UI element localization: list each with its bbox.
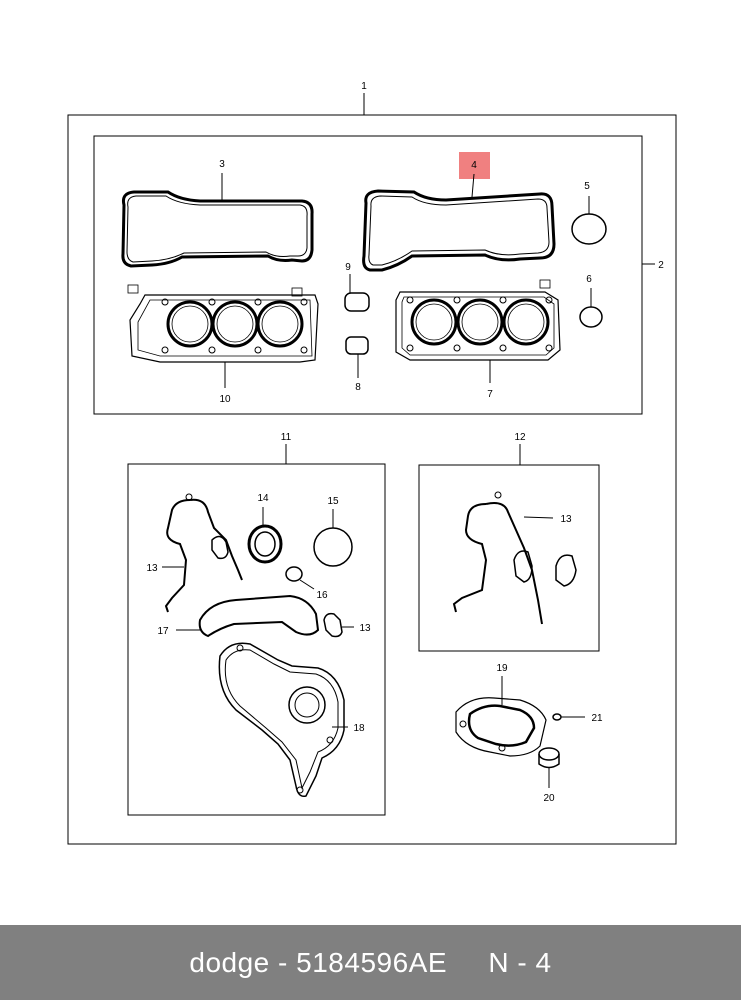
footer-brand: dodge xyxy=(189,946,270,978)
callout-14: 14 xyxy=(257,493,269,504)
callout-16: 16 xyxy=(316,590,328,601)
callout-17: 17 xyxy=(157,626,169,637)
seal-part-9 xyxy=(344,292,370,312)
callout-2: 2 xyxy=(658,260,664,271)
kit-frame xyxy=(67,114,677,845)
callout-4: 4 xyxy=(471,160,477,171)
callout-18: 18 xyxy=(353,723,365,734)
upper-kit-frame xyxy=(93,135,643,415)
footer-part-number: 5184596AE xyxy=(296,946,448,978)
gasket-17 xyxy=(198,594,320,638)
callout-13c: 13 xyxy=(560,514,572,525)
footer-separator: - xyxy=(269,946,297,978)
small-gasket-13 xyxy=(323,612,343,638)
seal-part-20 xyxy=(538,747,560,769)
callout-3: 3 xyxy=(219,159,225,170)
head-gasket-left xyxy=(127,284,319,363)
callout-8: 8 xyxy=(355,382,361,393)
valve-cover-gasket-right xyxy=(362,189,556,272)
o-ring-16 xyxy=(285,566,303,582)
callout-13a: 13 xyxy=(146,563,158,574)
callout-5: 5 xyxy=(584,181,590,192)
seal-part-8 xyxy=(345,336,369,355)
callout-9: 9 xyxy=(345,262,351,273)
callout-11: 11 xyxy=(281,432,292,443)
callout-21: 21 xyxy=(591,713,603,724)
callout-12: 12 xyxy=(514,432,526,443)
timing-cover-gasket-11 xyxy=(164,493,243,613)
front-cover-gasket xyxy=(218,642,345,798)
callout-13b: 13 xyxy=(359,623,371,634)
callout-15: 15 xyxy=(327,496,339,507)
callout-19: 19 xyxy=(496,663,508,674)
crank-seal xyxy=(247,524,283,564)
timing-cover-gasket-12 xyxy=(452,491,577,625)
footer-gap xyxy=(447,947,488,979)
callout-6: 6 xyxy=(586,274,592,285)
o-ring-small xyxy=(579,306,603,328)
o-ring-21 xyxy=(552,713,562,721)
o-ring-15 xyxy=(313,527,353,567)
callout-1: 1 xyxy=(361,81,367,92)
kit-12-frame xyxy=(418,464,600,652)
callout-7: 7 xyxy=(487,389,493,400)
callout-20: 20 xyxy=(543,793,555,804)
footer-page: N - 4 xyxy=(488,946,552,978)
oil-cooler-gasket xyxy=(455,697,547,757)
kit-11-frame xyxy=(127,463,386,816)
callout-4-highlight xyxy=(459,152,490,179)
o-ring-large xyxy=(571,213,607,245)
footer-bar: dodge - 5184596AE N - 4 xyxy=(0,925,741,1000)
gasket-kit-diagram: 1 2 3 4 5 6 9 8 xyxy=(67,81,677,845)
valve-cover-gasket-left xyxy=(121,190,314,268)
callout-10: 10 xyxy=(219,394,231,405)
head-gasket-right xyxy=(395,279,561,361)
